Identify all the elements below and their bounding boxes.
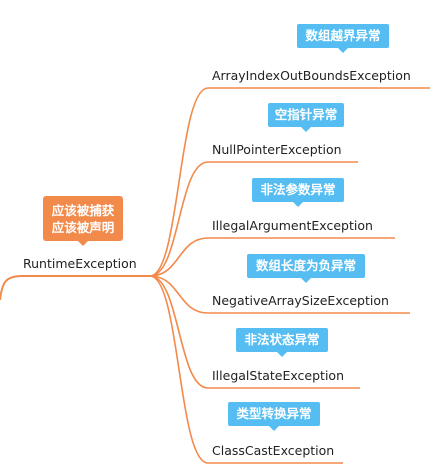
- branch-badge-2: 非法参数异常: [252, 178, 344, 207]
- branch-node-5: ClassCastException: [212, 443, 335, 458]
- branch-node-0: ArrayIndexOutBoundsException: [212, 68, 411, 83]
- branch-badge-3: 数组长度为负异常: [247, 254, 365, 283]
- branch-connector-5: [149, 275, 343, 464]
- branch-node-4: IllegalStateException: [212, 368, 344, 383]
- branch-node-1: NullPointerException: [212, 142, 342, 157]
- branch-badge-1: 空指针异常: [268, 103, 344, 132]
- branch-connector-0: [149, 87, 430, 277]
- root-note-line1: 应该被捕获: [51, 202, 115, 218]
- branch-badge-0: 数组越界异常: [297, 24, 389, 53]
- branch-node-3: NegativeArraySizeException: [212, 293, 389, 308]
- branch-connector-3: [149, 275, 410, 314]
- root-note: 应该被捕获 应该被声明: [43, 196, 123, 246]
- root-node-label: RuntimeException: [23, 256, 137, 271]
- branch-connector-2: [149, 237, 395, 277]
- root-incoming-connector: [0, 275, 23, 301]
- branch-connector-1: [149, 161, 358, 277]
- root-note-line2: 应该被声明: [51, 219, 115, 235]
- branch-node-2: IllegalArgumentException: [212, 218, 373, 233]
- branch-badge-4: 非法状态异常: [236, 328, 328, 357]
- branch-badge-5: 类型转换异常: [228, 402, 320, 431]
- branch-connector-4: [149, 275, 360, 389]
